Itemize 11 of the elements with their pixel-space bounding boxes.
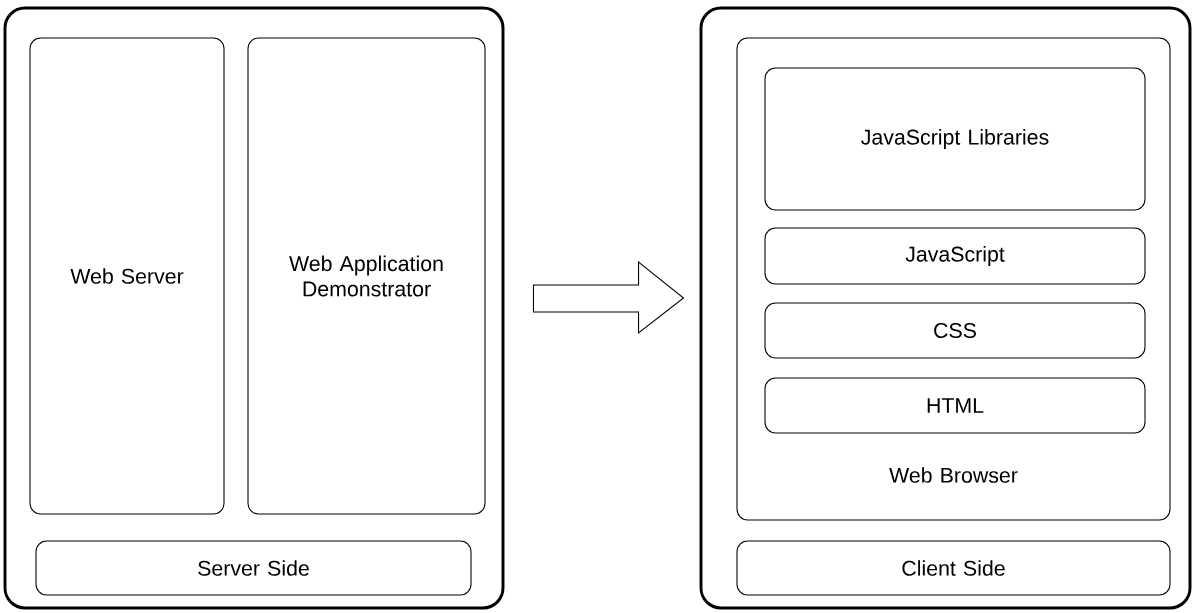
layer-box: Server Side	[35, 540, 472, 596]
panel	[3, 6, 505, 610]
layer-box: Client Side	[736, 540, 1171, 596]
layer-box: Web Server	[29, 37, 225, 515]
block-arrow	[532, 260, 685, 335]
layer-box: JavaScript Libraries	[764, 67, 1146, 211]
layer-box: JavaScript	[764, 227, 1146, 285]
layer-box: HTML	[764, 377, 1146, 434]
layer-box: CSS	[764, 302, 1146, 359]
panel	[699, 6, 1192, 610]
layer-box: Web Application Demonstrator	[247, 37, 486, 515]
